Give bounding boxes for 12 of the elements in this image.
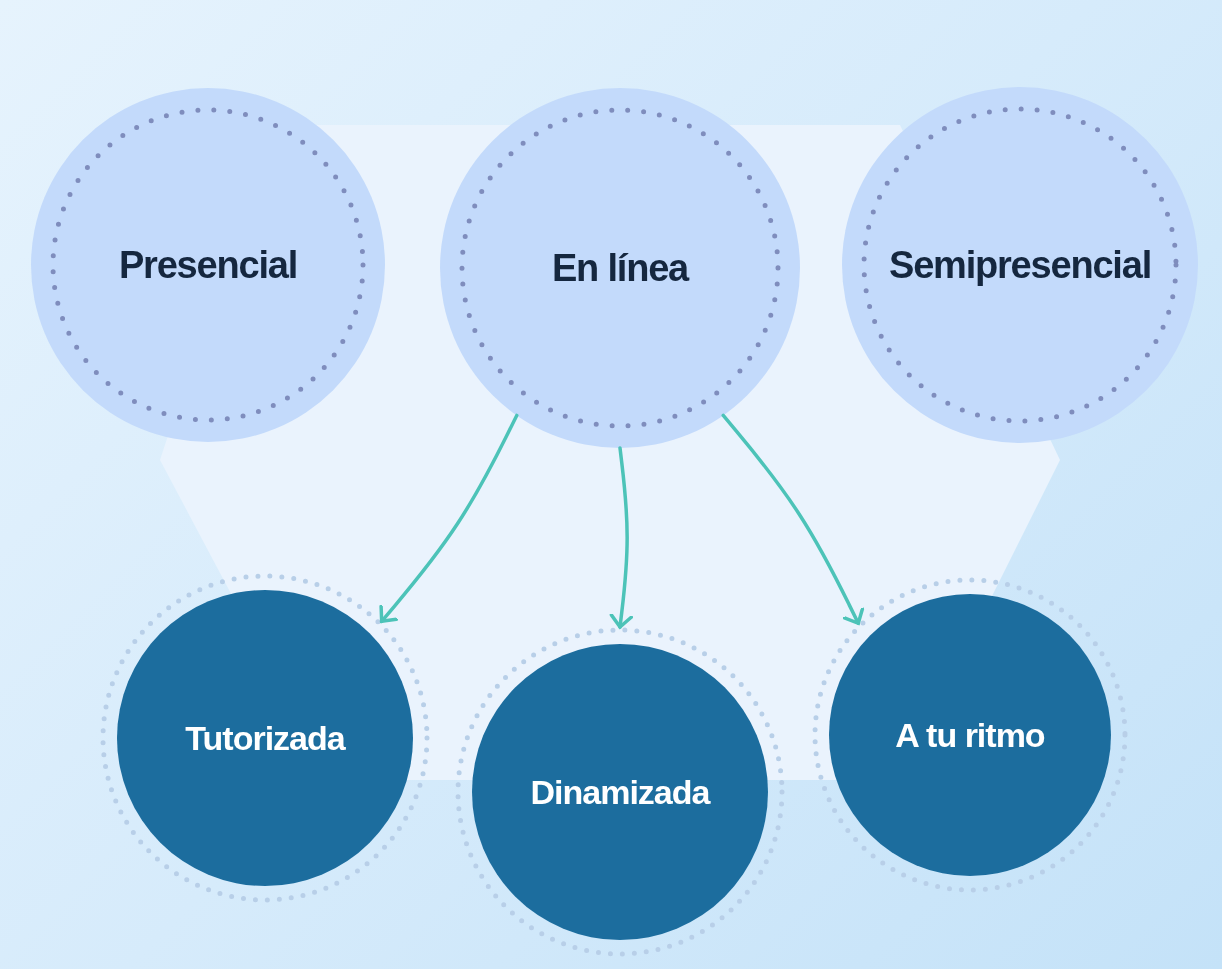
circle-label: Dinamizada xyxy=(530,772,710,812)
option-circle xyxy=(812,577,1128,893)
circle-label: En línea xyxy=(551,246,689,290)
circle-label: A tu ritmo xyxy=(895,715,1045,755)
arrow xyxy=(379,413,519,624)
circle-label: Presencial xyxy=(118,243,298,287)
arrow xyxy=(609,446,633,629)
circle-label: Tutorizada xyxy=(185,718,345,758)
circle-label: Semipresencial xyxy=(889,243,1151,287)
option-circle xyxy=(455,627,785,957)
option-circle xyxy=(100,573,430,903)
arrow xyxy=(721,413,865,626)
